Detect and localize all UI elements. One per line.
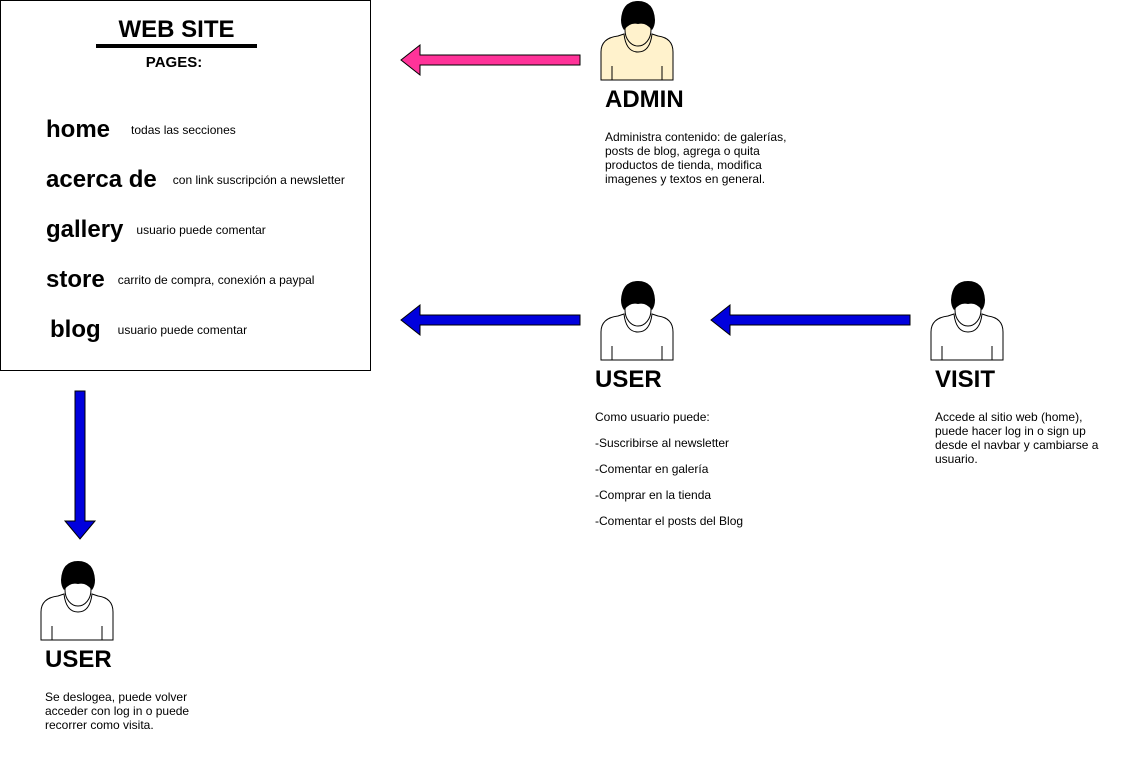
page-row-acerca: acerca de con link suscripción a newslet… (46, 165, 345, 195)
page-name: gallery (46, 216, 124, 243)
logout-arrow-shape (63, 390, 97, 540)
page-desc: con link suscripción a newsletter (172, 172, 345, 187)
page-name: blog (50, 316, 101, 343)
logout-user-label: USER (45, 646, 112, 673)
admin-label: ADMIN (605, 86, 684, 113)
list-item: -Comentar en galería (595, 462, 709, 476)
visit-description: Accede al sitio web (home), puede hacer … (935, 410, 1099, 466)
user-label: USER (595, 366, 662, 393)
list-item: -Suscribirse al newsletter (595, 436, 730, 450)
user-person-icon (600, 281, 674, 361)
page-name: store (46, 266, 105, 293)
visit-label: VISIT (935, 366, 996, 393)
list-item: -Comprar en la tienda (595, 488, 712, 502)
user-intro: Como usuario puede: (595, 410, 710, 424)
visit-person-icon (930, 281, 1004, 361)
logout-user-description: Se deslogea, puede volver acceder con lo… (45, 690, 190, 732)
page-row-blog: blog usuario puede comentar (50, 315, 247, 345)
admin-description: Administra contenido: de galerías, posts… (605, 130, 787, 186)
page-desc: usuario puede comentar (136, 222, 266, 237)
page-desc: usuario puede comentar (117, 322, 248, 337)
admin-person-icon (600, 1, 674, 81)
visit-arrow-shape (710, 303, 911, 337)
admin-arrow-shape (400, 43, 581, 77)
title-underline (96, 44, 257, 48)
website-panel: WEB SITE PAGES: home todas las secciones… (0, 0, 371, 371)
page-name: acerca de (46, 166, 157, 193)
page-name: home (46, 116, 111, 143)
list-item: -Comentar el posts del Blog (595, 514, 744, 528)
page-desc: carrito de compra, conexión a paypal (117, 272, 315, 287)
page-row-home: home todas las secciones (46, 115, 236, 145)
page-row-store: store carrito de compra, conexión a payp… (46, 265, 314, 295)
website-title: WEB SITE (118, 16, 235, 43)
user-arrow-shape (400, 303, 581, 337)
logout-user-person-icon (40, 561, 114, 641)
page-row-gallery: gallery usuario puede comentar (46, 215, 266, 245)
pages-label: PAGES: (145, 54, 203, 71)
user-capabilities: Como usuario puede: -Suscribirse al news… (595, 410, 795, 540)
page-desc: todas las secciones (131, 122, 236, 137)
